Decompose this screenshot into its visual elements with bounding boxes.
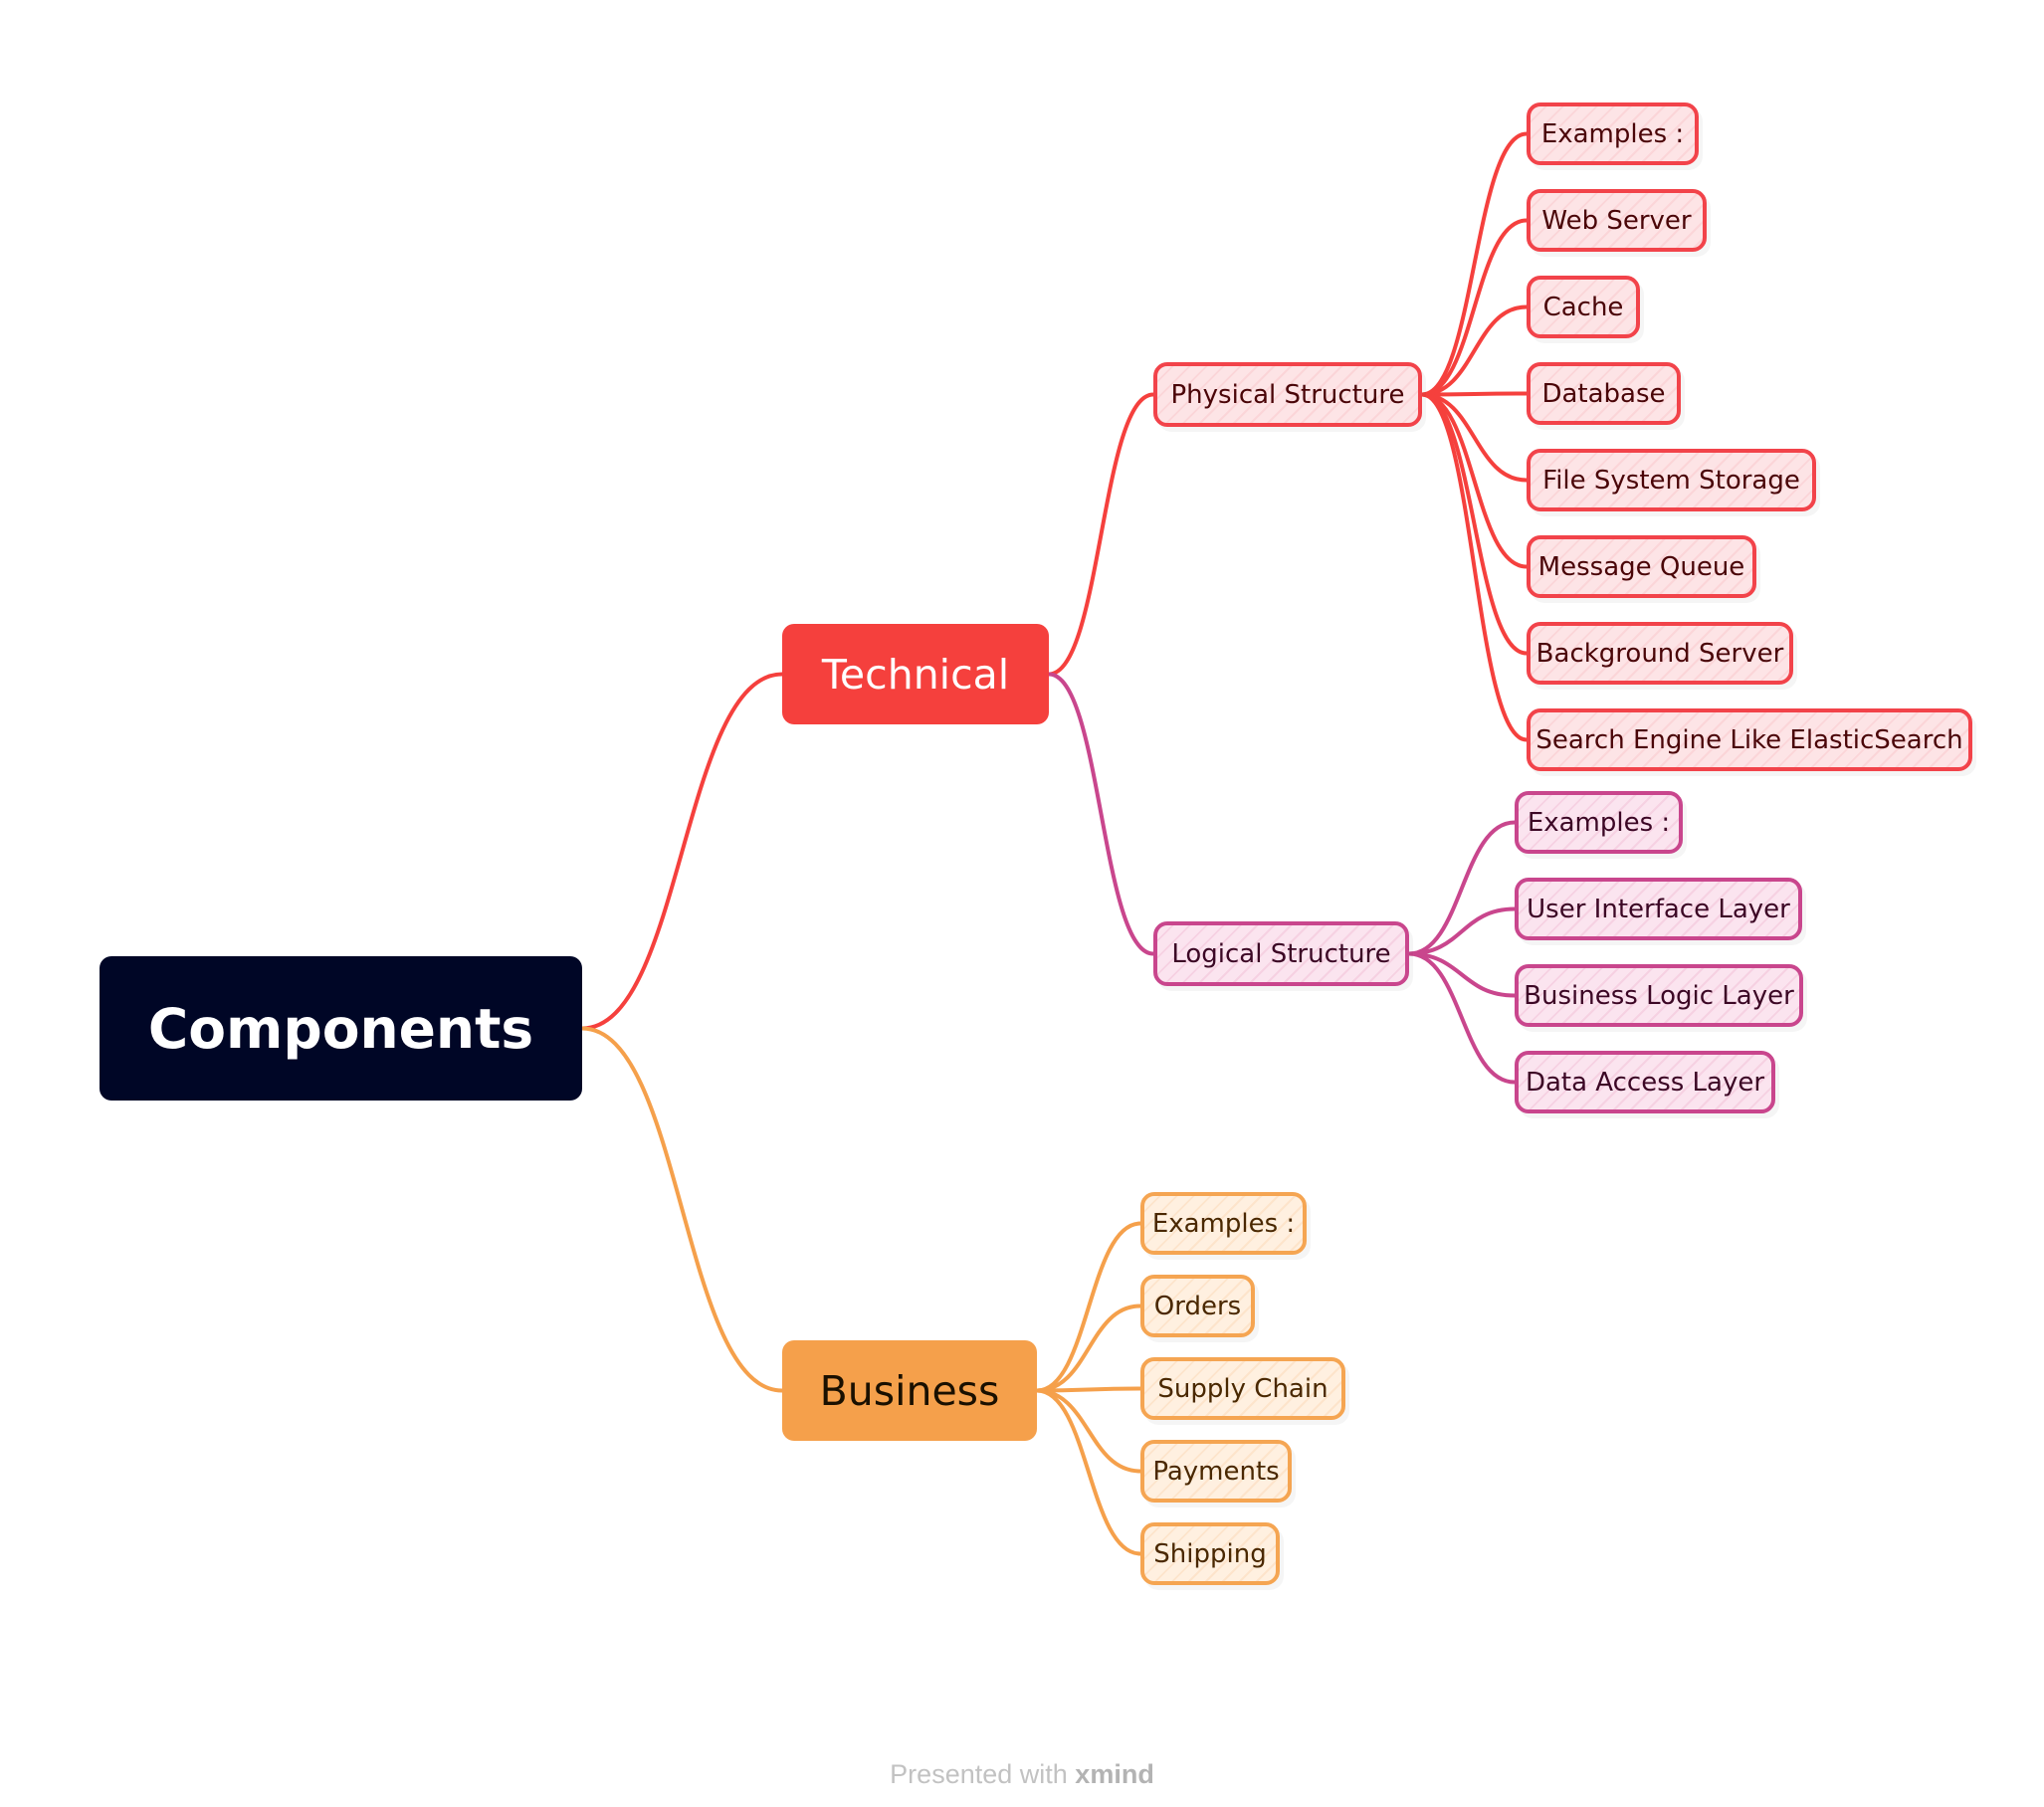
root-topic[interactable]: Components xyxy=(100,956,582,1101)
topic-technical[interactable]: Technical xyxy=(782,624,1049,724)
edge-physical-leaf-file-system-storage xyxy=(1420,392,1529,483)
leaf-orders[interactable]: Orders xyxy=(1140,1275,1255,1337)
leaf-business-logic-layer[interactable]: Business Logic Layer xyxy=(1515,964,1803,1027)
leaf-payments[interactable]: Payments xyxy=(1140,1440,1292,1503)
edge-logical-leaf-business-logic-layer xyxy=(1407,951,1517,998)
edge-physical-leaf-message-queue xyxy=(1420,392,1529,569)
topic-business[interactable]: Business xyxy=(782,1340,1037,1441)
edge-physical-leaf-physical-examples xyxy=(1420,131,1529,397)
edge-root-business xyxy=(580,1026,784,1393)
topic-physical-structure[interactable]: Physical Structure xyxy=(1153,362,1422,427)
edge-business-leaf-orders xyxy=(1035,1304,1142,1393)
footer-prefix: Presented with xyxy=(890,1759,1068,1789)
edge-physical-leaf-background-server xyxy=(1420,392,1529,656)
leaf-business-examples[interactable]: Examples : xyxy=(1140,1192,1307,1255)
edge-physical-leaf-database xyxy=(1420,391,1529,397)
edge-logical-leaf-logical-examples xyxy=(1407,820,1517,956)
edge-business-leaf-payments xyxy=(1035,1388,1142,1474)
leaf-background-server[interactable]: Background Server xyxy=(1527,622,1793,685)
leaf-logical-examples[interactable]: Examples : xyxy=(1515,791,1683,854)
edge-business-leaf-business-examples xyxy=(1035,1221,1142,1393)
leaf-user-interface-layer[interactable]: User Interface Layer xyxy=(1515,878,1802,940)
leaf-data-access-layer[interactable]: Data Access Layer xyxy=(1515,1051,1775,1113)
leaf-database[interactable]: Database xyxy=(1527,362,1681,425)
leaf-web-server[interactable]: Web Server xyxy=(1527,189,1707,252)
leaf-cache[interactable]: Cache xyxy=(1527,276,1640,338)
edge-physical-leaf-web-server xyxy=(1420,218,1529,397)
edge-technical-physical xyxy=(1047,392,1155,677)
presented-with-footer: Presented with xmind xyxy=(0,1759,2044,1790)
edge-logical-leaf-user-interface-layer xyxy=(1407,906,1517,956)
edge-business-leaf-supply-chain xyxy=(1035,1386,1142,1393)
edge-logical-leaf-data-access-layer xyxy=(1407,951,1517,1085)
edge-business-leaf-shipping xyxy=(1035,1388,1142,1556)
xmind-brand-logo: xmind xyxy=(1075,1759,1154,1789)
leaf-search-engine[interactable]: Search Engine Like ElasticSearch xyxy=(1527,708,1972,771)
leaf-supply-chain[interactable]: Supply Chain xyxy=(1140,1357,1345,1420)
edge-physical-leaf-search-engine xyxy=(1420,392,1529,742)
edge-root-technical xyxy=(580,672,784,1031)
edge-technical-logical xyxy=(1047,672,1155,956)
topic-logical-structure[interactable]: Logical Structure xyxy=(1153,921,1409,986)
leaf-file-system-storage[interactable]: File System Storage xyxy=(1527,449,1816,511)
leaf-physical-examples[interactable]: Examples : xyxy=(1527,102,1699,165)
edge-physical-leaf-cache xyxy=(1420,304,1529,397)
leaf-shipping[interactable]: Shipping xyxy=(1140,1522,1280,1585)
leaf-message-queue[interactable]: Message Queue xyxy=(1527,535,1756,598)
